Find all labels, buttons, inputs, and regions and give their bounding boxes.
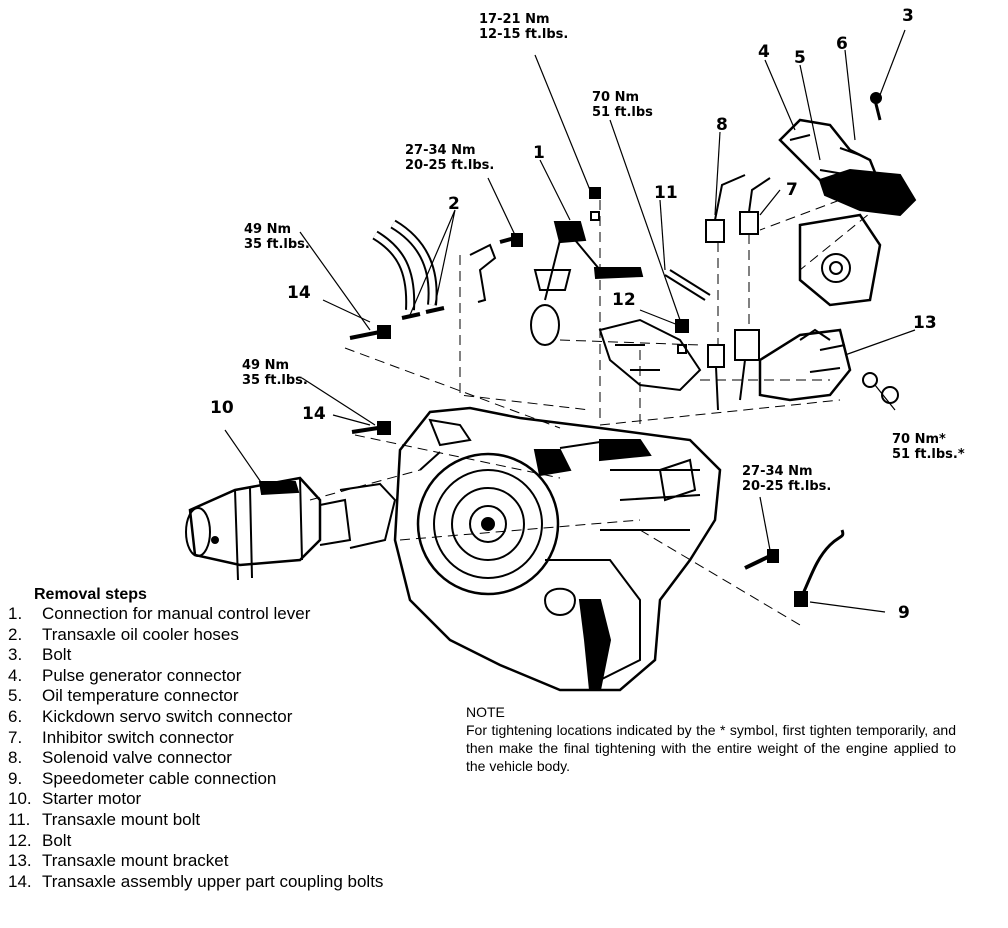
- callout-5: 5: [794, 48, 806, 68]
- note-body: For tightening locations indicated by th…: [466, 722, 956, 774]
- manual-control-lever: [530, 221, 644, 346]
- removal-step-text: Bolt: [42, 830, 72, 850]
- removal-step: 8. Solenoid valve connector: [8, 748, 478, 769]
- removal-step-number: 6.: [8, 706, 23, 726]
- removal-step-text: Pulse generator connector: [42, 665, 242, 685]
- removal-step-number: 11.: [8, 809, 31, 829]
- removal-step-text: Solenoid valve connector: [42, 748, 232, 768]
- removal-step-text: Starter motor: [42, 789, 142, 809]
- removal-step-text: Transaxle oil cooler hoses: [42, 624, 239, 644]
- callout-12: 12: [612, 290, 636, 310]
- mount-bracket: [758, 328, 899, 404]
- removal-step-number: 7.: [8, 727, 23, 747]
- removal-step-number: 4.: [8, 665, 23, 685]
- removal-step: 6. Kickdown servo switch connector: [8, 707, 478, 728]
- removal-step-text: Kickdown servo switch connector: [42, 706, 293, 726]
- removal-step-number: 14.: [8, 871, 32, 891]
- removal-step-number: 3.: [8, 645, 23, 665]
- removal-step-text: Speedometer cable connection: [42, 768, 277, 788]
- removal-step-text: Bolt: [42, 645, 72, 665]
- callout-14-upper: 14: [287, 283, 311, 303]
- removal-step-text: Transaxle mount bolt: [42, 809, 201, 829]
- removal-step-text: Connection for manual control lever: [42, 604, 311, 623]
- removal-step-number: 1.: [8, 604, 23, 623]
- callout-7: 7: [786, 180, 798, 200]
- callout-3: 3: [902, 6, 914, 26]
- removal-step-number: 12.: [8, 830, 32, 850]
- torque-spec-bracket-nut: 70 Nm*51 ft.lbs.*: [892, 432, 965, 462]
- callout-11: 11: [654, 183, 678, 203]
- removal-step-text: Transaxle mount bracket: [42, 851, 229, 871]
- callout-4: 4: [758, 42, 770, 62]
- removal-steps-title: Removal steps: [34, 586, 147, 603]
- removal-step-text: Inhibitor switch connector: [42, 727, 234, 747]
- removal-step: 7. Inhibitor switch connector: [8, 728, 478, 749]
- callout-9: 9: [898, 603, 910, 623]
- removal-step-number: 10.: [8, 789, 32, 809]
- removal-step-number: 2.: [8, 624, 23, 644]
- removal-step: 13. Transaxle mount bracket: [8, 851, 478, 872]
- mount-assembly: [598, 269, 711, 392]
- removal-step-number: 5.: [8, 686, 23, 706]
- removal-step: 5. Oil temperature connector: [8, 686, 478, 707]
- removal-steps-list: 1. Connection for manual control lever 2. T…: [8, 604, 478, 892]
- starter-motor: [185, 476, 397, 581]
- removal-step: 9. Speedometer cable connection: [8, 769, 478, 790]
- removal-step: 4. Pulse generator connector: [8, 666, 478, 687]
- note-title: NOTE: [466, 704, 505, 720]
- removal-step-number: 8.: [8, 748, 23, 768]
- removal-step-text: Transaxle assembly upper part coupling b…: [42, 871, 384, 891]
- removal-step: 14. Transaxle assembly upper part couplin…: [8, 872, 478, 893]
- callout-10: 10: [210, 398, 234, 418]
- leader-lines: [224, 29, 916, 613]
- transaxle-case: [393, 406, 722, 692]
- removal-step: 1. Connection for manual control lever: [8, 604, 478, 625]
- removal-step-text: Oil temperature connector: [42, 686, 239, 706]
- removal-step: 11. Transaxle mount bolt: [8, 810, 478, 831]
- callout-2: 2: [448, 194, 460, 214]
- oil-cooler-hoses: [372, 219, 497, 320]
- removal-step: 10. Starter motor: [8, 789, 478, 810]
- coupling-bolts: [349, 187, 779, 570]
- removal-steps: Removal steps 1. Connection for manual co…: [8, 586, 478, 892]
- removal-step-number: 9.: [8, 768, 23, 788]
- connector-cluster: [778, 92, 917, 307]
- wire-connectors: [705, 174, 771, 411]
- callout-1: 1: [533, 143, 545, 163]
- speedometer-cable: [794, 529, 845, 607]
- callout-13: 13: [913, 313, 937, 333]
- removal-step: 12. Bolt: [8, 831, 478, 852]
- callout-14-lower: 14: [302, 404, 326, 424]
- removal-step-number: 13.: [8, 851, 32, 871]
- callout-8: 8: [716, 115, 728, 135]
- removal-step: 3. Bolt: [8, 645, 478, 666]
- removal-step: 2. Transaxle oil cooler hoses: [8, 625, 478, 646]
- centre-lines: [309, 199, 881, 626]
- note: NOTE For tightening locations indicated …: [466, 703, 956, 775]
- callout-6: 6: [836, 34, 848, 54]
